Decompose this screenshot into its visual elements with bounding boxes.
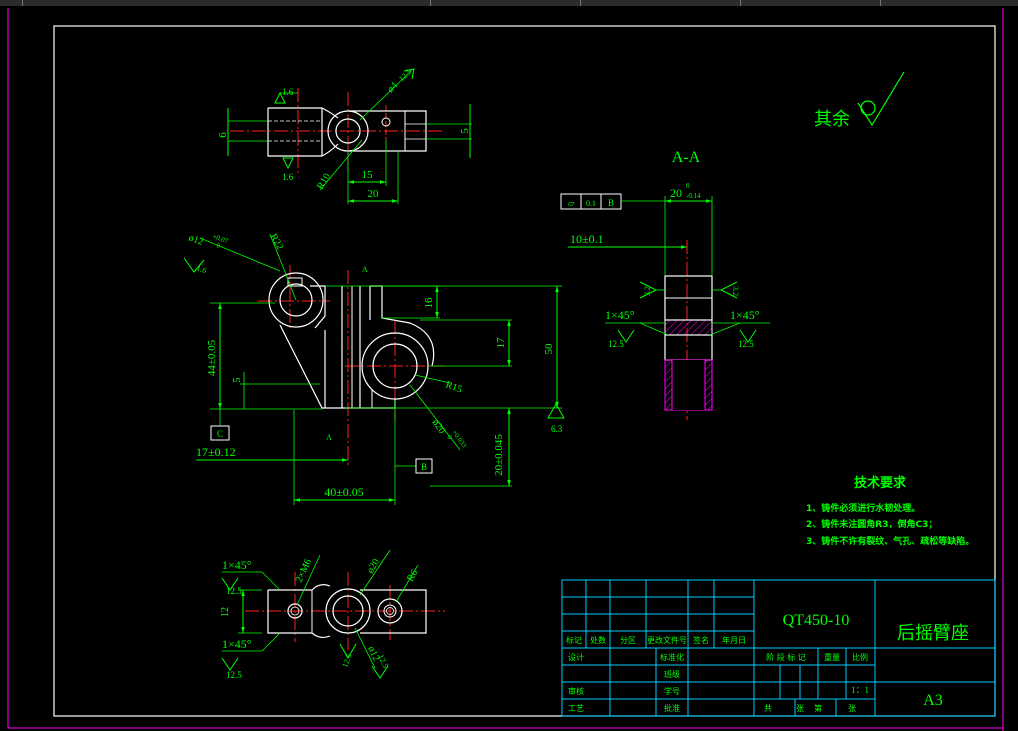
row-label-4: 更改文件号 xyxy=(647,635,687,645)
left-label-process: 工艺 xyxy=(568,704,584,713)
bottom-dim-r6: R6 xyxy=(405,568,420,584)
front-dim-17: 17 xyxy=(495,337,507,349)
top-dim-6: 6 xyxy=(217,132,229,138)
front-dim-50: 50 xyxy=(543,343,555,355)
top-dim-r10: R10 xyxy=(315,172,333,192)
front-dim-16: 16 xyxy=(423,297,435,309)
bottom-dim-phi20: ø20 xyxy=(365,557,382,575)
title-block xyxy=(561,579,996,717)
section-ra-12-5-left: 12.5 xyxy=(608,339,624,349)
bottom-ra-top: 12.5 xyxy=(226,586,242,596)
tech-req-title: 技术要求 xyxy=(854,475,907,491)
front-section-mark-top: A xyxy=(362,265,368,274)
top-ra-bottom: 1.6 xyxy=(282,172,294,182)
bottom-chamfer-bottom: 1×45° xyxy=(222,637,252,651)
front-dim-r22: R22 xyxy=(267,232,285,252)
bottom-view: 1×45° 12.5 12 1×45° 12.5 2×M6 ø20 R6 12.… xyxy=(220,549,445,680)
section-offset-dim: 10±0.1 xyxy=(570,232,604,246)
front-ra-6-3: 6.3 xyxy=(551,424,563,434)
section-ra-left: 3.2 xyxy=(643,286,652,296)
surface-finish-note: 其余 xyxy=(814,71,905,130)
stage-label: 阶 段 标 记 xyxy=(766,652,806,662)
flatness-symbol: ⏥ xyxy=(568,199,575,209)
section-hatch-top xyxy=(664,319,713,336)
front-ra-1-6: 1.6 xyxy=(195,263,207,275)
mid-label-student-id: 学号 xyxy=(664,686,680,696)
technical-requirements: 技术要求 1、铸件必须进行水韧处理。 2、铸件未注圆角R3，倒角C3； 3、铸件… xyxy=(806,475,974,547)
left-label-design: 设计 xyxy=(568,652,584,662)
flatness-value: 0.1 xyxy=(586,199,596,208)
front-view: ø12 +0.07 0 1.6 R22 A 16 17 50 6.3 R15 4… xyxy=(183,232,565,505)
left-label-review: 审核 xyxy=(568,686,584,696)
section-width-tol-lower: -0.14 xyxy=(686,192,701,200)
row-label-3: 分区 xyxy=(620,636,636,645)
front-section-mark-bottom: A xyxy=(326,433,332,442)
front-dim-5: 5 xyxy=(232,378,243,383)
top-view: 6 5 1.6 1.6 ø4 12.5 R10 15 20 xyxy=(217,67,472,204)
front-bore-tol-lower: 0 xyxy=(445,434,454,442)
mid-label-standard: 标准化 xyxy=(660,652,684,662)
front-dim-bore: ø20 xyxy=(430,417,448,436)
datum-c-label: C xyxy=(217,429,223,439)
section-width-dim: 20 xyxy=(670,186,682,200)
bottom-ra-b2: 12.5 xyxy=(340,652,353,668)
front-dim-20-tol: 20±0.045 xyxy=(493,434,505,476)
bottom-ra-b3: 12.5 xyxy=(376,653,390,669)
front-tol-lower: 0 xyxy=(215,241,221,250)
datum-c-box xyxy=(210,425,230,441)
mid-label-class: 班级 xyxy=(664,669,680,679)
application-toolbar-strip xyxy=(0,0,1018,6)
bottom-ra-bottom: 12.5 xyxy=(226,670,242,680)
title-block-text: QT450-10 后摇臂座 A3 1：1 标记 处数 分区 更改文件号 签名 年… xyxy=(566,612,969,713)
sheet-no-prefix: 第 xyxy=(814,703,822,713)
datum-b-label: B xyxy=(421,462,427,472)
mid-label-approve: 批准 xyxy=(664,703,680,713)
front-dim-r15: R15 xyxy=(444,379,463,395)
drawing-frame xyxy=(53,25,996,717)
top-dim-20: 20 xyxy=(368,188,380,200)
front-dim-40-tol: 40±0.05 xyxy=(324,485,364,499)
title-part-name: 后摇臂座 xyxy=(897,623,969,644)
section-view-a-a: A-A 20 0 -0.14 ⏥ 0.1 B 10±0.1 3.2 3.2 1×… xyxy=(560,149,770,420)
weight-label: 重量 xyxy=(824,652,840,662)
title-scale: 1：1 xyxy=(851,685,869,695)
top-dim-5: 5 xyxy=(459,128,471,134)
datum-b-box xyxy=(415,458,433,474)
section-ra-right: 3.2 xyxy=(731,286,740,296)
surface-finish-label: 其余 xyxy=(814,109,850,130)
top-dim-15: 15 xyxy=(362,169,374,181)
bottom-chamfer-top: 1×45° xyxy=(222,558,252,572)
sheet-total-prefix: 共 xyxy=(764,704,772,713)
sheet-total-suffix: 张 xyxy=(796,704,804,713)
tech-req-item-2: 2、铸件未注圆角R3，倒角C3； xyxy=(806,518,937,530)
sheet-no-suffix: 张 xyxy=(848,704,856,713)
section-width-tol-upper: 0 xyxy=(686,182,690,190)
row-label-1: 标记 xyxy=(566,635,582,645)
flatness-frame xyxy=(560,193,622,210)
section-title: A-A xyxy=(672,149,701,166)
front-bore-tol-upper: +0.033 xyxy=(450,429,468,450)
top-ra-top: 1.6 xyxy=(282,87,294,97)
title-material: QT450-10 xyxy=(783,612,850,629)
flatness-datum: B xyxy=(608,198,614,208)
section-ra-12-5-right: 12.5 xyxy=(738,339,754,349)
cad-drawing-canvas: 6 5 1.6 1.6 ø4 12.5 R10 15 20 xyxy=(7,8,1004,731)
row-label-5: 签名 xyxy=(693,635,709,645)
bottom-hole-spec: 2×M6 xyxy=(294,557,314,584)
top-dim-phi4: ø4 xyxy=(385,80,400,95)
front-dim-17-tol: 17±0.12 xyxy=(196,445,236,459)
section-chamfer-right: 1×45° xyxy=(730,308,760,322)
tech-req-item-3: 3、铸件不许有裂纹、气孔、疏松等缺陷。 xyxy=(806,535,974,547)
front-dim-44: 44±0.05 xyxy=(206,339,218,376)
title-sheet-size: A3 xyxy=(923,692,943,709)
bottom-dim-12: 12 xyxy=(220,607,231,617)
front-dim-phi12: ø12 xyxy=(187,232,205,247)
tech-req-item-1: 1、铸件必须进行水韧处理。 xyxy=(806,502,920,514)
row-label-2: 处数 xyxy=(590,635,606,645)
scale-label: 比例 xyxy=(852,652,868,662)
section-chamfer-left: 1×45° xyxy=(605,308,635,322)
row-label-6: 年月日 xyxy=(722,635,746,645)
